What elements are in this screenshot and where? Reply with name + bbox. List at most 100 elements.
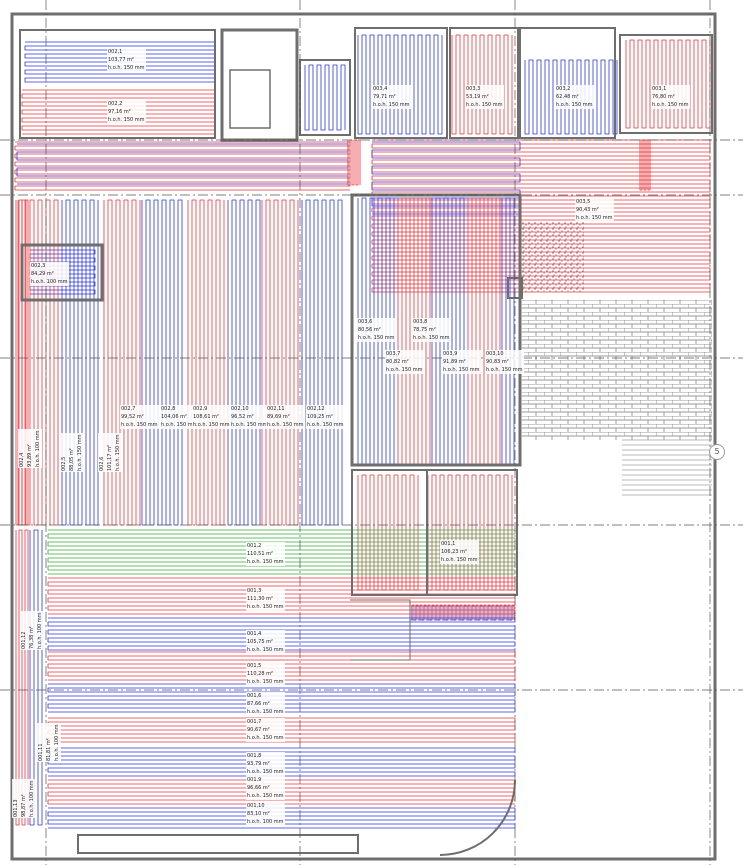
- pipe-loop: [371, 139, 711, 293]
- zone-id: 002,2: [108, 101, 123, 107]
- zone-spacing: h.o.h. 150 mm: [77, 434, 83, 471]
- zone-area: 96,66 m²: [247, 785, 270, 791]
- zone-spacing: h.o.h. 100 mm: [37, 612, 43, 649]
- zone-spacing: h.o.h. 150 mm: [193, 422, 230, 428]
- zone-id: 001,7: [247, 719, 262, 725]
- zone-spacing: h.o.h. 150 mm: [466, 102, 503, 108]
- pipe-loop: [261, 199, 299, 526]
- zone-spacing: h.o.h. 150 mm: [441, 557, 478, 563]
- pipe-loop: [187, 199, 225, 526]
- pipe-loop: [409, 604, 515, 621]
- zone-spacing: h.o.h. 150 mm: [307, 422, 344, 428]
- zone-id: 001,12: [21, 631, 27, 650]
- zone-id: 001,4: [247, 631, 262, 637]
- zone-area: 76,80 m²: [652, 94, 675, 100]
- zone-area: 83,10 m²: [247, 811, 270, 817]
- zone-label: 003,9 91,89 m² h.o.h. 150 mm: [442, 350, 481, 374]
- zone-area: 90,43 m²: [576, 207, 599, 213]
- zone-area: 81,81 m²: [46, 738, 52, 761]
- zone-area: 79,71 m²: [373, 94, 396, 100]
- zone-area: 98,87 m²: [21, 794, 27, 817]
- pipe-loop: [15, 199, 29, 526]
- zone-id: 001,10: [247, 803, 265, 809]
- zone-label: 002,10 96,52 m² h.o.h. 150 mm: [230, 405, 269, 429]
- zone-spacing: h.o.h. 150 mm: [443, 367, 480, 373]
- zone-id: 002,10: [231, 406, 249, 412]
- zone-area: 96,52 m²: [231, 414, 254, 420]
- zone-label: 002,3 84,29 m² h.o.h. 100 mm: [30, 262, 69, 286]
- zone-area: 108,61 m²: [193, 414, 219, 420]
- pipe-loop: [501, 197, 515, 466]
- zone-spacing: h.o.h. 100 mm: [31, 279, 68, 285]
- zone-spacing: h.o.h. 150 mm: [386, 367, 423, 373]
- zone-spacing: h.o.h. 150 mm: [247, 647, 284, 653]
- pipe-loop: [14, 141, 351, 191]
- zone-spacing: h.o.h. 150 mm: [556, 102, 593, 108]
- zone-area: 103,77 m²: [108, 57, 134, 63]
- zone-spacing: h.o.h. 150 mm: [247, 769, 284, 775]
- pipe-loop: [411, 605, 513, 621]
- zone-area: 91,89 m²: [443, 359, 466, 365]
- curved-facade: [439, 779, 516, 856]
- zone-id: 003,5: [576, 199, 591, 205]
- zone-area: 99,52 m²: [121, 414, 144, 420]
- zone-id: 003,9: [443, 351, 458, 357]
- zone-area: 89,69 m²: [267, 414, 290, 420]
- zone-area: 76,38 m²: [29, 626, 35, 649]
- zone-spacing: h.o.h. 100 mm: [29, 780, 35, 817]
- elevator-shaft: [229, 69, 271, 129]
- zone-id: 001,11: [38, 743, 44, 762]
- zone-area: 110,28 m²: [247, 671, 273, 677]
- zone-id: 001,13: [13, 799, 19, 818]
- zone-spacing: h.o.h. 150 mm: [231, 422, 268, 428]
- zone-spacing: h.o.h. 100 mm: [54, 724, 60, 761]
- pipe-loop: [17, 199, 59, 526]
- zone-id: 002,12: [307, 406, 325, 412]
- zone-id: 002,5: [61, 456, 67, 471]
- zone-id: 001,6: [247, 693, 262, 699]
- zone-area: 104,06 m²: [161, 414, 187, 420]
- zone-id: 002,3: [31, 263, 46, 269]
- zone-area: 109,25 m²: [307, 414, 333, 420]
- pipe-loop: [29, 529, 43, 826]
- zone-id: 002,11: [267, 406, 285, 412]
- zone-spacing: h.o.h. 150 mm: [247, 604, 284, 610]
- pipe-loop: [357, 34, 443, 135]
- room-wall: [619, 34, 713, 134]
- zone-label: 002,12 109,25 m² h.o.h. 150 mm: [306, 405, 345, 429]
- heating-pipe-loops: [14, 34, 712, 829]
- pipe-loop: [304, 64, 346, 131]
- zone-id: 001,3: [247, 588, 262, 594]
- zone-id: 003,3: [466, 86, 481, 92]
- zone-spacing: h.o.h. 150 mm: [121, 422, 158, 428]
- pipe-loop: [625, 39, 711, 129]
- zone-id: 002,8: [161, 406, 176, 412]
- pipe-loop: [141, 199, 183, 526]
- room-wall: [354, 27, 448, 139]
- zone-area: 93,79 m²: [247, 761, 270, 767]
- zone-id: 003,2: [556, 86, 571, 92]
- zone-label: 003,3 53,19 m² h.o.h. 150 mm: [465, 85, 504, 109]
- zone-area: 97,16 m²: [108, 109, 131, 115]
- zone-spacing: h.o.h. 150 mm: [108, 117, 145, 123]
- zone-area: 80,82 m²: [386, 359, 409, 365]
- room-wall: [20, 243, 104, 302]
- zone-area: 53,19 m²: [466, 94, 489, 100]
- zone-area: 84,29 m²: [31, 271, 54, 277]
- zone-id: 002,1: [108, 49, 123, 55]
